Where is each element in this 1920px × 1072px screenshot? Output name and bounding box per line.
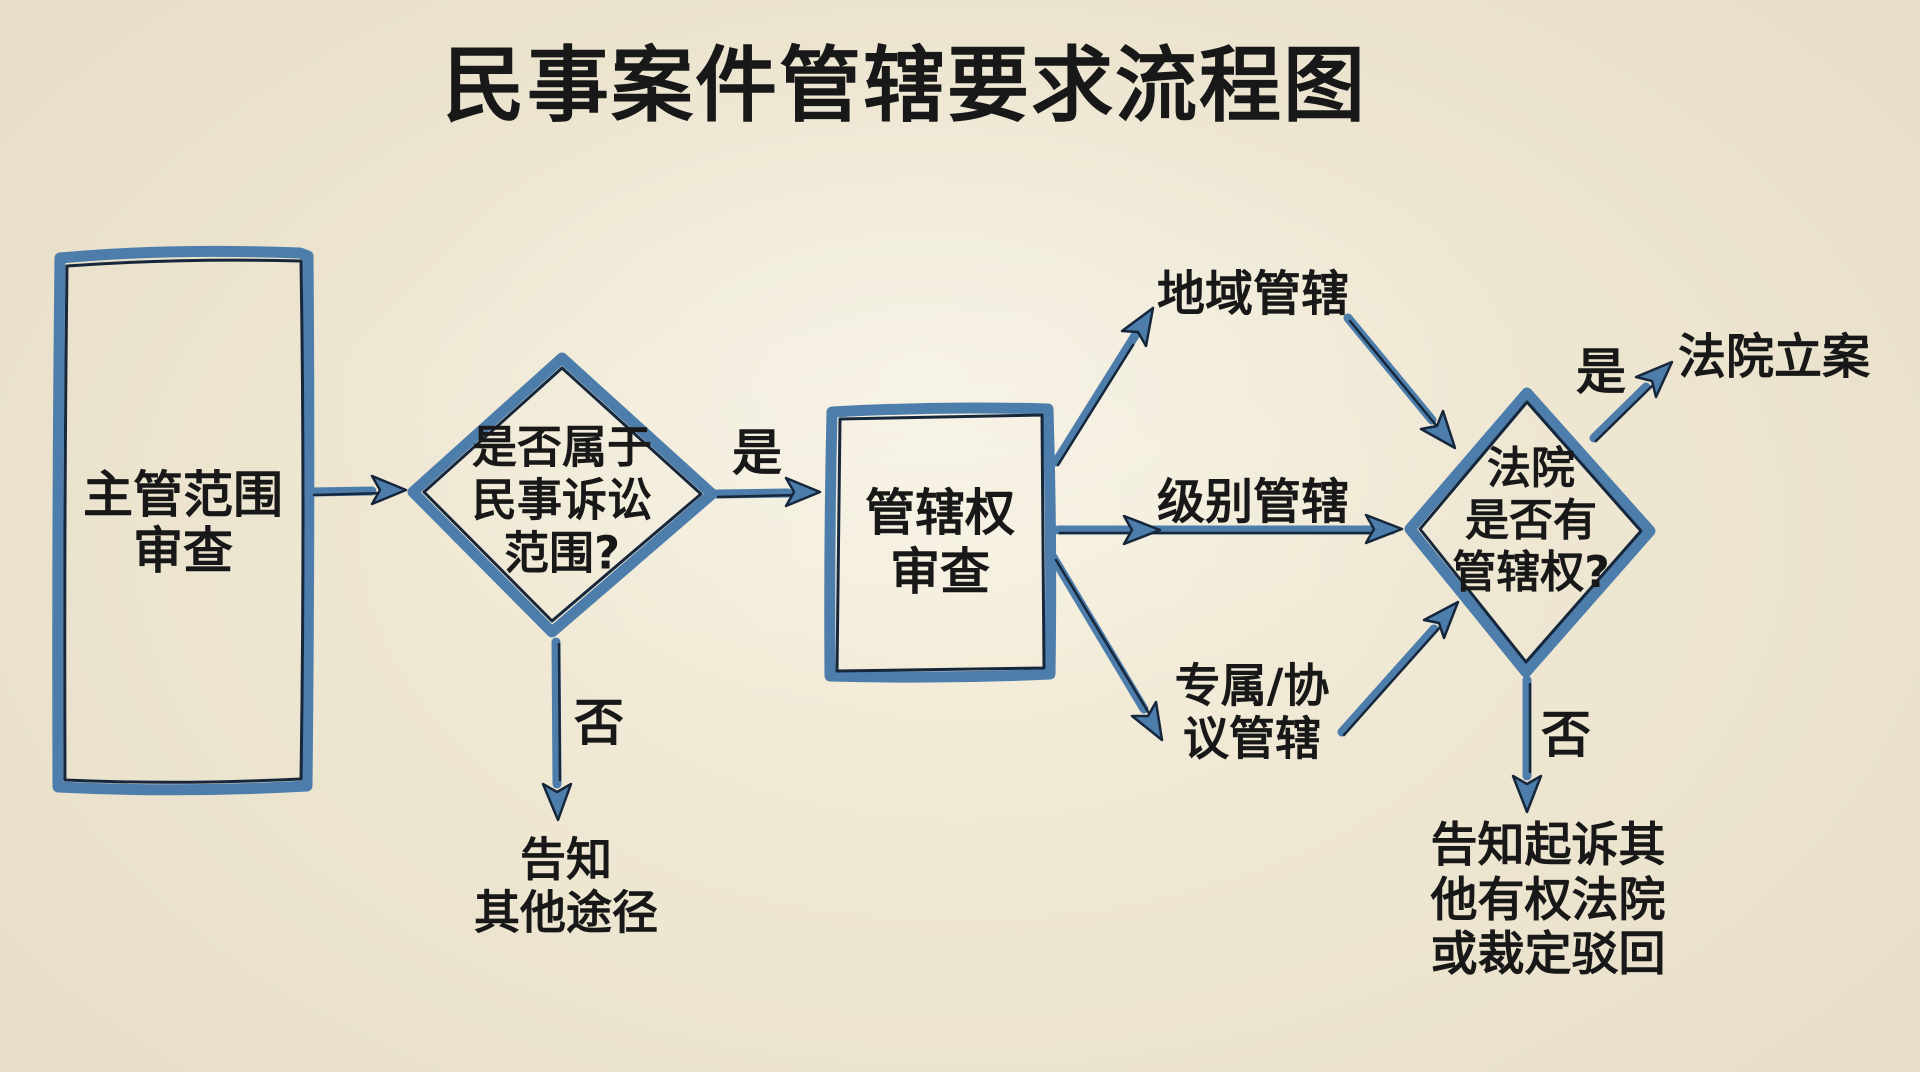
edge-label-no-1: 否 [574, 694, 624, 752]
text-line: 议管辖 [1183, 712, 1321, 766]
label-territorial-jurisdiction: 地域管辖 [1156, 266, 1350, 322]
text-line: 其他途径 [474, 886, 658, 940]
node-scope-review: 主管范围 审查 [83, 467, 283, 579]
arrow-level-jurisdiction-line [1053, 513, 1404, 546]
text-line: 民事诉讼 [471, 473, 653, 527]
edge-label-no-2: 否 [1541, 706, 1591, 764]
node-inform-other-channels: 告知 其他途径 [474, 832, 658, 941]
text-line: 是否属于 [471, 420, 653, 474]
arrow-to-territorial-label [1051, 306, 1155, 467]
text-line: 审查 [133, 522, 233, 580]
text-line: 或裁定驳回 [1430, 927, 1666, 983]
arrow-no-to-other-channels [541, 637, 573, 822]
node-court-filing: 法院立案 [1677, 329, 1871, 385]
edge-label-yes-2: 是 [1576, 343, 1626, 401]
text-line: 是否有 [1465, 495, 1597, 547]
text-line: 审查 [890, 543, 990, 601]
edge-label-yes-1: 是 [732, 424, 782, 482]
arrow-no-to-inform-reject [1511, 675, 1543, 814]
text-line: 告知 [520, 832, 612, 887]
arrow-scope-to-civil-question [307, 474, 408, 506]
page-title: 民事案件管辖要求流程图 [442, 38, 1368, 134]
text-line: 管辖权 [865, 484, 1015, 542]
arrow-yes-to-jurisdiction-review [711, 476, 822, 508]
text-line: 专属/协 [1174, 658, 1330, 713]
text-line: 主管范围 [83, 466, 283, 524]
arrow-to-exclusive-label [1048, 552, 1164, 742]
node-civil-scope-question: 是否属于 民事诉讼 范围? [472, 420, 652, 579]
text-line: 告知起诉其 [1430, 818, 1666, 874]
shape-scope-review-rect [52, 245, 315, 796]
label-level-jurisdiction: 级别管辖 [1156, 474, 1350, 530]
node-court-jurisdiction-question: 法院 是否有 管辖权? [1452, 443, 1610, 599]
shape-jurisdiction-review-rect [824, 402, 1057, 683]
node-jurisdiction-review: 管辖权 审查 [865, 484, 1015, 602]
arrow-exclusive-to-court-diamond [1337, 600, 1460, 737]
label-exclusive-agreement-jurisdiction: 专属/协 议管辖 [1174, 658, 1330, 767]
arrow-yes-to-court-filing [1589, 360, 1674, 443]
shape-court-jurisdiction-diamond [1404, 387, 1656, 678]
text-line: 他有权法院 [1430, 872, 1666, 928]
text-line: 法院 [1487, 443, 1575, 495]
text-line: 范围? [503, 526, 621, 580]
node-inform-other-court-or-reject: 告知起诉其 他有权法院 或裁定驳回 [1431, 819, 1666, 983]
arrow-territorial-to-court-diamond [1343, 313, 1457, 450]
text-line: 管辖权? [1452, 546, 1610, 598]
